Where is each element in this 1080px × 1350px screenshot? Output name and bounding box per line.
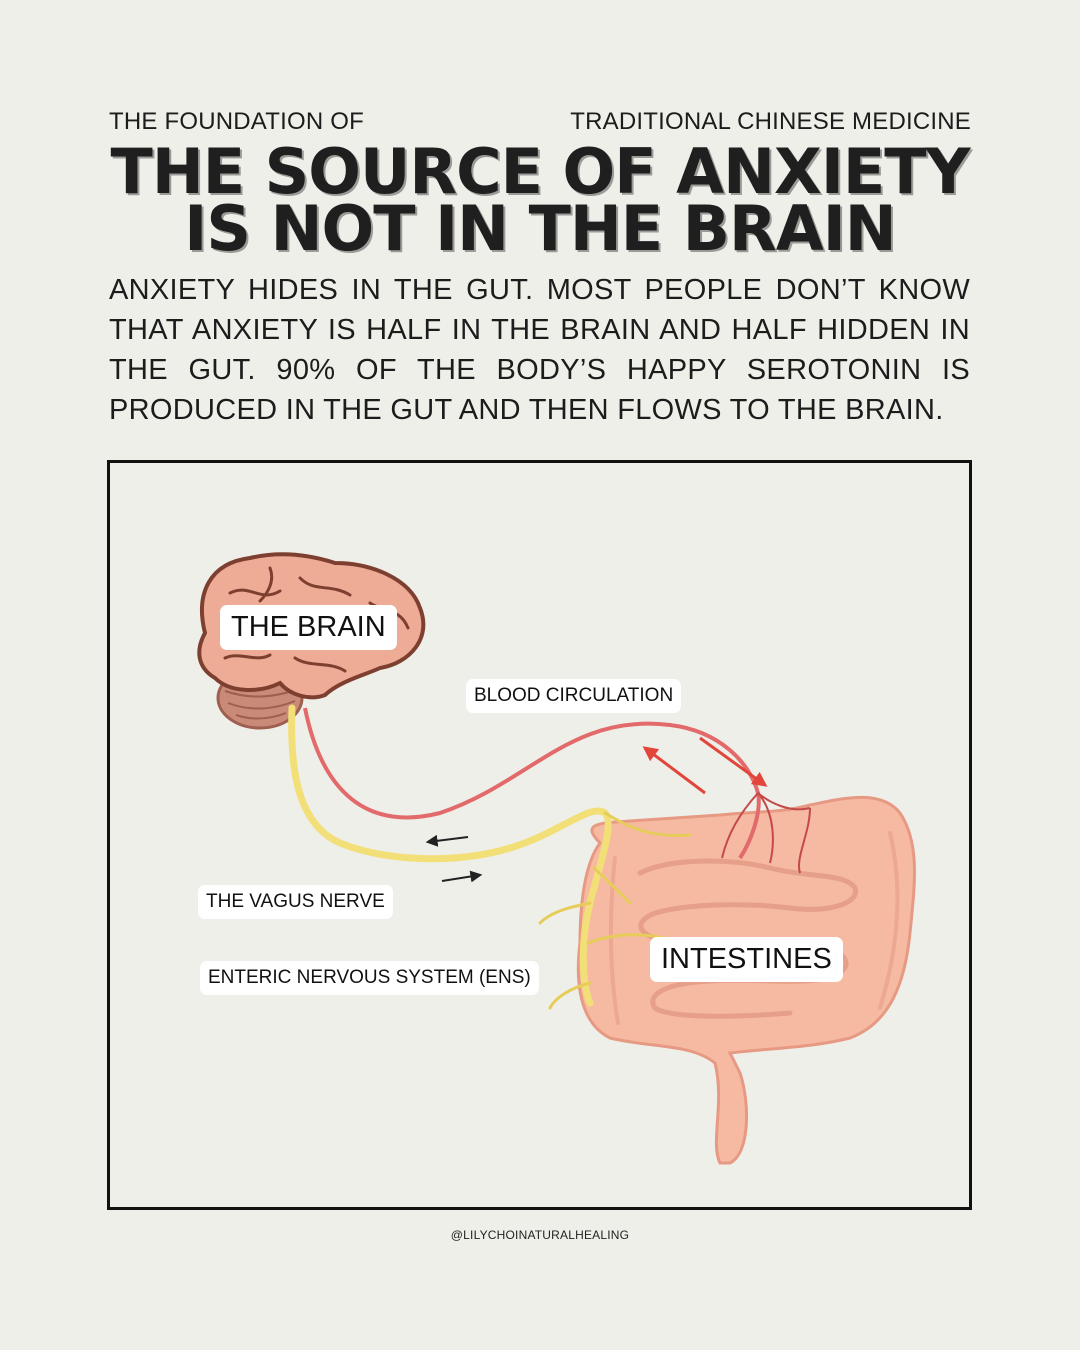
footer-handle: @LILYCHOINATURALHEALING (450, 1228, 630, 1242)
vagus-nerve-path (288, 704, 612, 1007)
label-intestines: INTESTINES (650, 937, 843, 982)
nerve-arrow-to-brain (425, 834, 469, 847)
label-blood-circulation: BLOOD CIRCULATION (466, 679, 682, 713)
label-vagus-nerve: THE VAGUS NERVE (198, 885, 393, 919)
blood-vessel (303, 707, 811, 874)
ens-nerve-branches (538, 811, 692, 1010)
diagram-frame: THE BRAIN BLOOD CIRCULATION THE VAGUS NE… (107, 460, 972, 1210)
title-line-1: THE SOURCE OF ANXIETY (110, 135, 971, 208)
body-paragraph: ANXIETY HIDES IN THE GUT. MOST PEOPLE DO… (109, 274, 970, 426)
blood-arrow-down (699, 736, 768, 787)
label-enteric-nervous-system: ENTERIC NERVOUS SYSTEM (ENS) (200, 961, 539, 995)
blood-vessel-branches (721, 792, 811, 874)
kicker-left: THE FOUNDATION OF (109, 108, 364, 135)
gut-brain-diagram (197, 552, 916, 1165)
title-line-2: IS NOT IN THE BRAIN (184, 192, 896, 265)
nerve-arrow-to-gut (441, 870, 483, 883)
blood-arrow-up (642, 746, 706, 795)
vagus-nerve (288, 704, 692, 1010)
intestine-inner-folds (608, 831, 900, 1025)
header-kicker-row: THE FOUNDATION OF TRADITIONAL CHINESE ME… (109, 108, 971, 136)
kicker-right: TRADITIONAL CHINESE MEDICINE (570, 108, 971, 135)
label-the-brain: THE BRAIN (220, 605, 397, 650)
page-title: THE SOURCE OF ANXIETY IS NOT IN THE BRAI… (60, 135, 1020, 265)
